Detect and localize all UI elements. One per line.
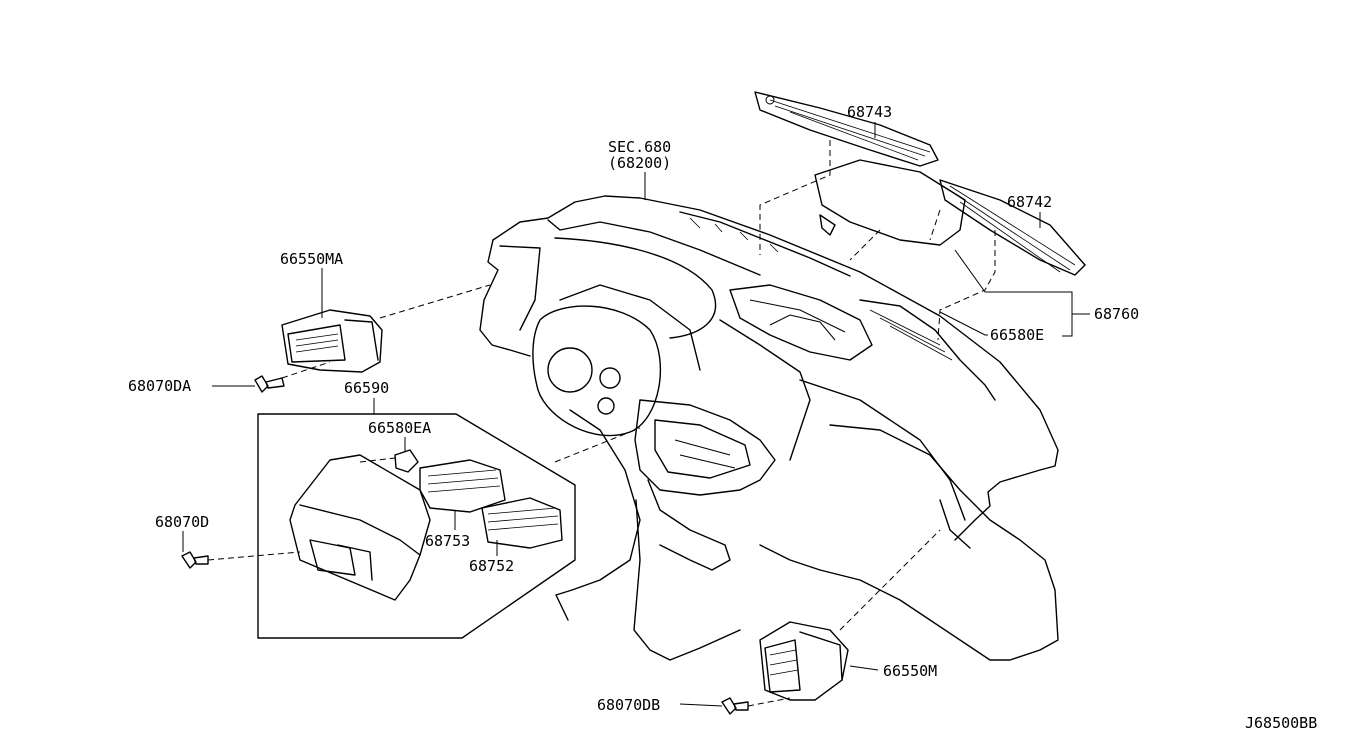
label-68753: 68753 [425, 532, 470, 550]
defroster-grille-68742 [939, 179, 1086, 276]
label-66580E: 66580E [990, 326, 1044, 344]
label-68752: 68752 [469, 557, 514, 575]
part-labels: 68743 68742 SEC.680 (68200) 66550MA 6876… [128, 103, 1317, 732]
label-68743: 68743 [847, 103, 892, 121]
clip-68070D [181, 551, 209, 569]
label-68070D: 68070D [155, 513, 209, 531]
label-68742: 68742 [1007, 193, 1052, 211]
label-sec-680: SEC.680 [608, 138, 671, 156]
instrument-panel [479, 195, 1059, 661]
clip-68070DB [721, 697, 749, 715]
label-66550M: 66550M [883, 662, 937, 680]
center-ventilator-box-66590 [257, 413, 576, 639]
speaker-cover-68760 [814, 159, 966, 246]
assembly-dashed-lines [207, 140, 996, 707]
diagram-code: J68500BB [1245, 714, 1317, 732]
leader-lines [182, 122, 1090, 707]
label-sec-68200: (68200) [608, 154, 671, 172]
label-66550MA: 66550MA [280, 250, 343, 268]
side-ventilator-66550M [759, 621, 849, 701]
label-68760: 68760 [1094, 305, 1139, 323]
side-ventilator-66550MA [281, 309, 383, 373]
clip-68070DA [254, 375, 285, 393]
label-68070DA: 68070DA [128, 377, 191, 395]
defroster-grille-68743 [754, 91, 939, 167]
label-66590: 66590 [344, 379, 389, 397]
label-68070DB: 68070DB [597, 696, 660, 714]
label-66580EA: 66580EA [368, 419, 431, 437]
